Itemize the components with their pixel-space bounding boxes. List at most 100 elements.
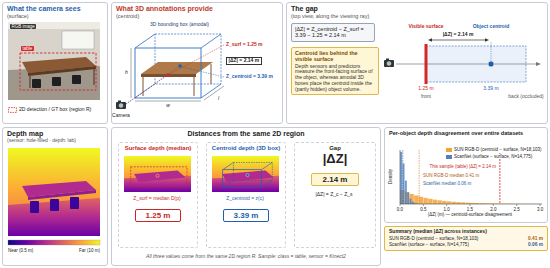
photo-chair (32, 79, 41, 88)
photo-wall (8, 22, 100, 100)
legend-entry: ScanNet (surface − surface, N=14,775) (446, 154, 532, 159)
value-box: 1.25 m (135, 209, 181, 222)
value-box: 3.39 m (223, 209, 269, 222)
heading: 1.25 m (138, 211, 178, 220)
row-label: ScanNet (surface − surface, N=14,775) (389, 242, 524, 248)
row-label: SUN RGB-D (centroid − surface, N=18,103) (389, 236, 524, 242)
depth-chair (70, 197, 79, 209)
centroid-marker (488, 61, 494, 67)
heading: Summary (median |ΔZ| across instances) (389, 229, 543, 235)
y-axis (400, 150, 401, 204)
value-box: 2.14 m (311, 173, 359, 186)
camera-top (386, 59, 389, 61)
axis-tick-mark (400, 204, 401, 206)
gap-arrow (431, 40, 486, 41)
legend-entry: 2D detection / GT box (region R) (8, 107, 91, 113)
axis-tick-mark (493, 204, 494, 206)
part-label: Camera (112, 113, 130, 119)
histogram-bar (442, 201, 446, 204)
legend-text: 2D detection / GT box (region R) (19, 107, 91, 113)
mini-box-front (223, 170, 262, 188)
axis-tick: 2.5 (514, 207, 520, 212)
axis-tick-mark (470, 204, 471, 206)
axis-title: |ΔZ| (m) — centroid-surface disagreement (428, 212, 512, 217)
legend-swatch (446, 148, 452, 152)
surface-point (166, 73, 170, 77)
sun-bars (400, 190, 540, 204)
row-value: 0.41 m (528, 236, 543, 242)
heading: What 3D annotations provide (116, 5, 278, 13)
note-box: Centroid lies behind the visible surface… (291, 47, 379, 95)
histogram-bar (407, 192, 409, 204)
mini-depth-image (212, 156, 279, 192)
x-axis (400, 204, 542, 205)
camera-lens (119, 104, 123, 108)
subtitle: (top view, along the viewing ray) (291, 13, 543, 19)
axis-tick-mark (540, 204, 541, 206)
table-leg (194, 77, 195, 96)
camera-body (116, 102, 126, 109)
camera-ray (126, 67, 179, 105)
dimension-label: l (218, 96, 219, 102)
histogram-bar (409, 194, 413, 204)
centroid-point (246, 173, 249, 176)
gap-arrowhead (428, 38, 432, 41)
histogram-bar (414, 195, 418, 204)
ray-arrowhead (536, 62, 541, 66)
table-leg (143, 77, 144, 96)
formula-label: Z_centroid = z(c) (226, 196, 264, 202)
histogram-bar (405, 181, 407, 204)
part-label: Visible surface (408, 24, 443, 30)
axis-tick-mark (446, 204, 447, 206)
legend-text: ScanNet (surface − surface, N=14,775) (454, 154, 532, 159)
table-edge (141, 74, 196, 77)
heading: |ΔZ| = Z_centroid − Z_surf = 3.39 − 1.25… (295, 26, 371, 39)
axis-tick: 2.0 (490, 207, 496, 212)
photo-chair (52, 77, 61, 86)
photo-table-leg (94, 69, 95, 85)
part-label: Object centroid (473, 24, 510, 30)
class-tag: table (21, 46, 34, 51)
mini-box-edge (262, 162, 273, 169)
photo-floor (8, 66, 100, 100)
image-tag: RGB image (10, 24, 36, 29)
value-label: Z_surf = 1.25 m (226, 42, 263, 48)
heading: 3.39 m (226, 211, 266, 220)
photo-chair (72, 75, 81, 84)
heading: Depth map (7, 130, 103, 138)
camera-body (384, 60, 394, 67)
depth-table-edge (28, 190, 96, 200)
heading: Gap (298, 145, 372, 152)
histogram-bar (409, 199, 411, 204)
footnote: All three values come from the same 2D r… (146, 254, 346, 260)
photo-ceiling (8, 22, 100, 29)
depth-chair (50, 199, 59, 211)
axis-tick: 1.0 (444, 207, 450, 212)
subtitle: Depth sensors and predictors measure the… (295, 64, 375, 93)
axis-tick: 0.5 (420, 207, 426, 212)
subtitle: (centroid) (116, 13, 278, 19)
depth-floor (8, 198, 100, 236)
median-line (402, 150, 403, 204)
gap-arrowhead (485, 38, 489, 41)
legend-entry: SUN RGB-D (centroid − surface, N=18,103) (446, 147, 542, 152)
legend-swatch (446, 155, 452, 159)
heading: What the camera sees (7, 5, 103, 13)
visible-surface-bar (425, 44, 428, 84)
axis-tick-mark (423, 204, 424, 206)
formula-label: Z_surf = median D(p) (133, 196, 180, 202)
dimension-label: h (125, 70, 128, 76)
box-edge (201, 34, 221, 48)
leader-line (182, 67, 224, 77)
photo-table-edge (28, 66, 96, 76)
subtitle: (surface) (7, 13, 103, 19)
part-label: back (occluded) (508, 94, 543, 100)
axis-title: Density (388, 169, 393, 184)
value-label: |ΔZ| = 2.14 m (226, 57, 262, 65)
mini-box-edge (223, 180, 234, 187)
mini-box-edge (223, 162, 234, 169)
panel: What the camera sees(surface) (2, 2, 108, 124)
photo-table-leg (30, 76, 31, 88)
heading: Centroid depth (3D box) (210, 145, 282, 152)
heading: Distances from the same 2D region (116, 130, 376, 138)
